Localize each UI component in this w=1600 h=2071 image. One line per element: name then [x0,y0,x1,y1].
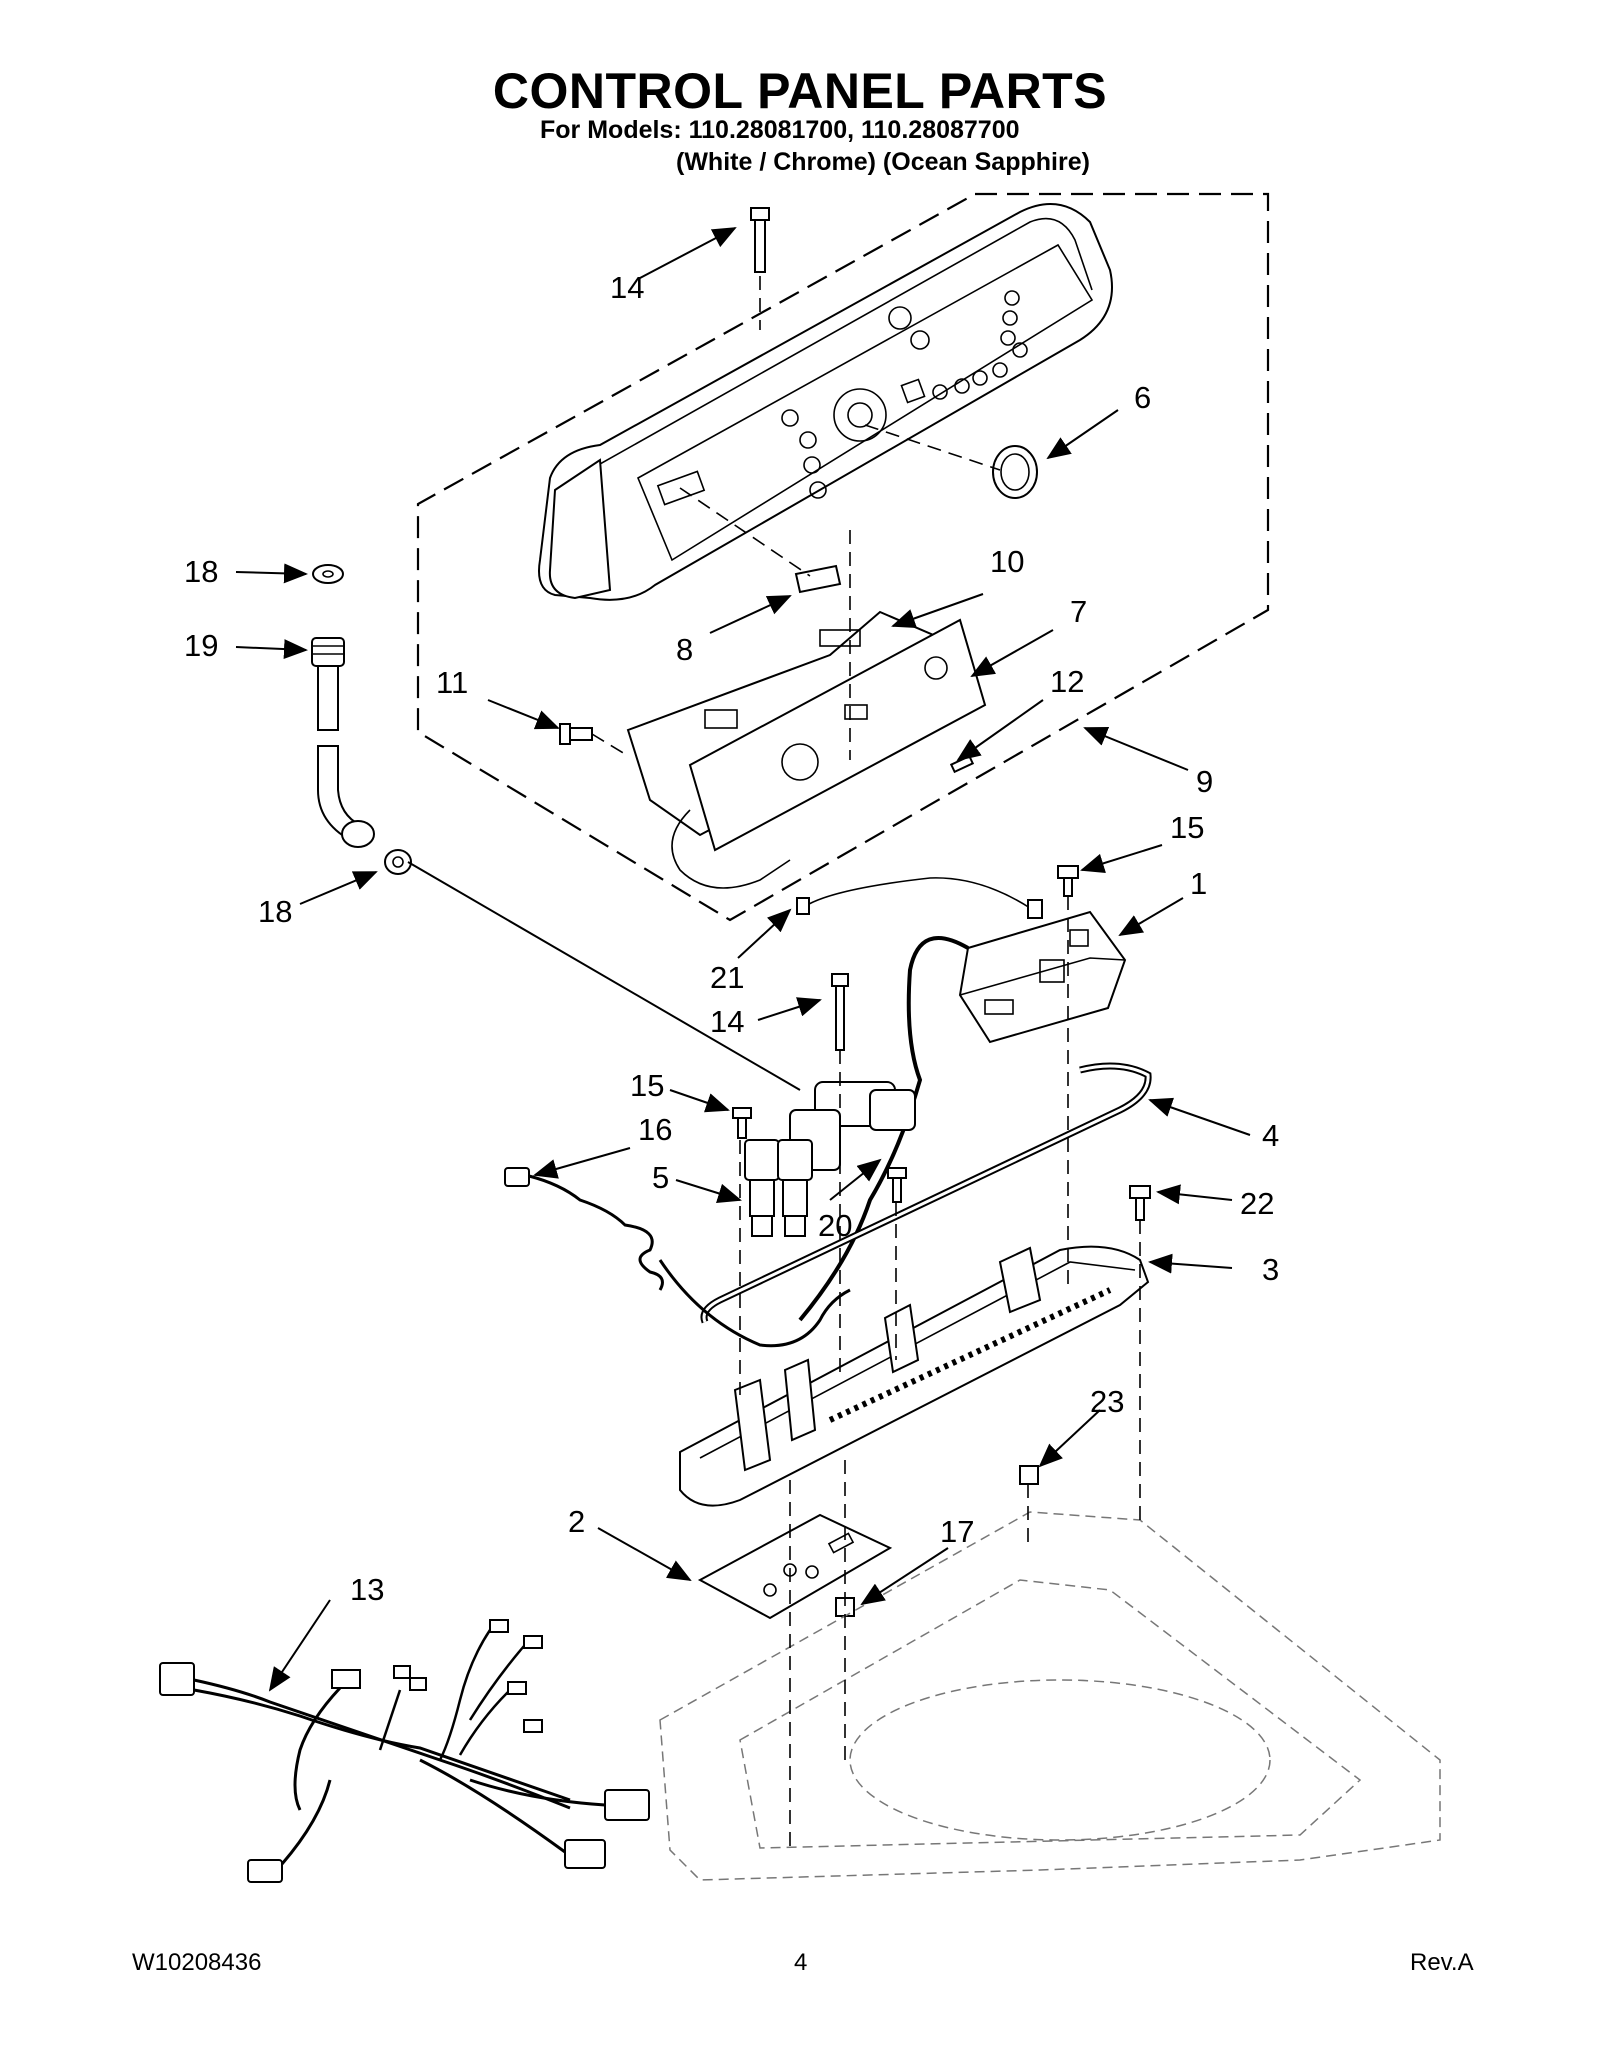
callout-5: 5 [652,1160,669,1195]
callout-12: 12 [1050,664,1084,699]
page-number: 4 [794,1949,808,1976]
callout-19: 19 [184,628,218,663]
callout-17: 17 [940,1514,974,1549]
control-board-harness [798,936,970,1322]
valve-wire-harness [504,1167,851,1348]
inlet-hose [311,637,375,848]
callout-14-middle: 14 [710,1004,744,1039]
screw-15-upper [1057,865,1079,897]
board-connector [949,754,975,774]
machine-control-board [958,910,1127,1044]
callout-8: 8 [676,632,693,667]
callout-3: 3 [1262,1252,1279,1287]
callout-18-top: 18 [184,554,218,589]
variants-line: (White / Chrome) (Ocean Sapphire) [676,148,1090,176]
callout-10: 10 [990,544,1024,579]
callout-13: 13 [350,1572,384,1607]
callout-15-lower: 15 [630,1068,664,1103]
mounting-plate [697,1513,893,1620]
clip-23 [1019,1465,1039,1485]
screw-20 [887,1167,907,1203]
callout-2: 2 [568,1504,585,1539]
screw-22 [1129,1185,1151,1221]
screw-15-lower [732,1107,752,1139]
callout-21: 21 [710,960,744,995]
bolt-top [750,207,770,273]
water-valve [744,1081,916,1237]
callout-15-upper: 15 [1170,810,1204,845]
page-title: CONTROL PANEL PARTS [492,63,1108,119]
callout-16: 16 [638,1112,672,1147]
display-lens [794,564,842,594]
console-base [679,1245,1150,1507]
washer-top [312,564,344,584]
console-housing [538,203,1113,601]
callout-leaders [235,227,1251,1692]
alignment-lines [407,276,1141,1850]
console-knob [992,445,1038,499]
callout-1: 1 [1190,866,1207,901]
callout-20: 20 [818,1208,852,1243]
revision-label: Rev.A [1410,1949,1474,1976]
callout-4: 4 [1262,1118,1279,1153]
user-interface-board [626,610,987,852]
callout-numbers: 14 6 18 10 19 7 8 11 12 9 15 18 1 21 14 … [184,270,1279,1607]
callout-22: 22 [1240,1186,1274,1221]
callout-18-bottom: 18 [258,894,292,929]
cabinet-top-outline [659,1511,1441,1881]
document-number: W10208436 [132,1949,262,1976]
washer-bottom [384,849,412,875]
callout-23: 23 [1090,1384,1124,1419]
main-wire-harness [159,1619,650,1883]
bolt-middle [831,973,849,1051]
models-line: For Models: 110.28081700, 110.28087700 [540,116,1020,144]
callout-14-top: 14 [610,270,644,305]
board-cable [671,809,791,889]
callout-11: 11 [436,665,468,700]
callout-9: 9 [1196,764,1213,799]
console-assembly-boundary [416,192,1270,922]
screw-11 [559,723,593,745]
callout-7: 7 [1070,594,1087,629]
callout-6: 6 [1134,380,1151,415]
jumper-wire [796,877,1043,919]
